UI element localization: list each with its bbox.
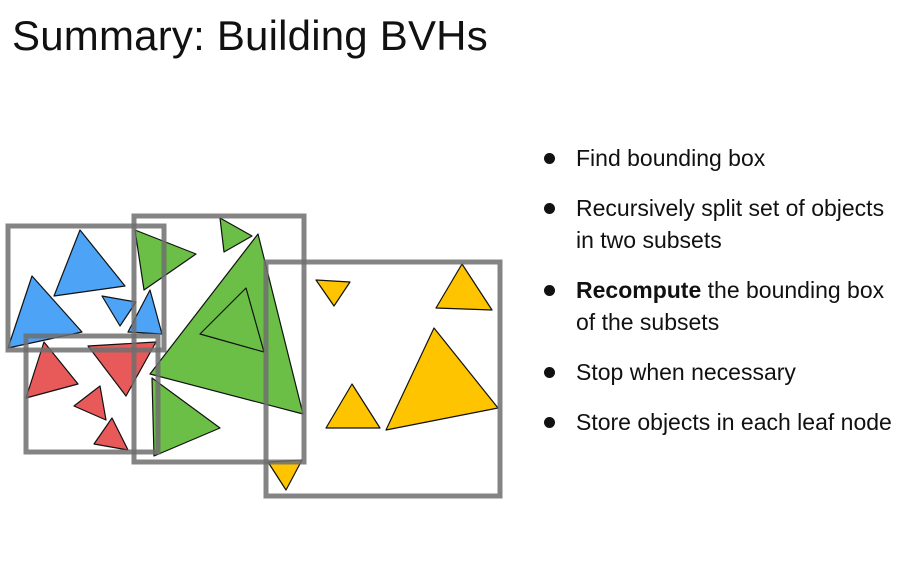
bullet-dot xyxy=(544,203,555,214)
green-triangle xyxy=(199,287,265,353)
slide-title: Summary: Building BVHs xyxy=(12,12,488,59)
bullet-text: Stop when necessary xyxy=(576,359,796,385)
bullet-item: Recursively split set of objects in two … xyxy=(540,192,900,256)
bullet-bold-text: Recompute xyxy=(576,277,702,303)
red-group xyxy=(25,341,157,451)
yellow-triangle xyxy=(385,327,499,431)
yellow-triangle xyxy=(325,383,381,429)
bounding-box-yellow xyxy=(263,259,503,499)
bullet-list: Find bounding box Recursively split set … xyxy=(540,142,900,456)
bounding-box-green xyxy=(131,213,307,465)
bounding-box-red xyxy=(23,333,161,455)
blue-triangle xyxy=(101,295,137,327)
green-triangle xyxy=(151,377,221,457)
bullet-item: Find bounding box xyxy=(540,142,900,174)
bullet-text: Recursively split set of objects in two … xyxy=(576,195,885,253)
yellow-group xyxy=(267,263,499,491)
bullet-item: Stop when necessary xyxy=(540,356,900,388)
yellow-triangle xyxy=(315,279,351,307)
bounding-boxes xyxy=(5,213,503,499)
bullet-dot xyxy=(544,417,555,428)
blue-triangle xyxy=(53,229,126,297)
blue-triangle xyxy=(7,275,83,349)
bvh-diagram xyxy=(5,213,503,499)
bullet-dot xyxy=(544,285,555,296)
red-triangle xyxy=(87,341,157,397)
bullet-dot xyxy=(544,153,555,164)
bullet-item: Store objects in each leaf node xyxy=(540,406,900,438)
bullet-text: the bounding box of the subsets xyxy=(576,277,885,335)
bullet-text: Find bounding box xyxy=(576,145,766,171)
bounding-box-blue xyxy=(5,223,167,353)
bullet-dot xyxy=(544,367,555,378)
bullet-item: Recompute the bounding box of the subset… xyxy=(540,274,900,338)
red-triangle xyxy=(73,385,107,421)
yellow-triangle xyxy=(435,263,493,311)
green-triangle xyxy=(219,217,253,253)
red-triangle xyxy=(25,341,79,399)
bullet-text: Store objects in each leaf node xyxy=(576,409,892,435)
red-triangle xyxy=(93,417,129,451)
